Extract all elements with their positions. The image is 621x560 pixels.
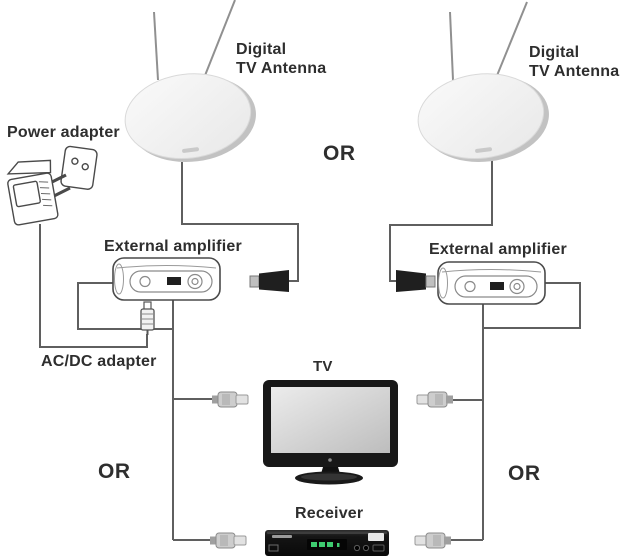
receiver-button xyxy=(362,544,370,552)
or-label-right: OR xyxy=(508,462,541,485)
antenna-right-label-line1: Digital xyxy=(529,44,580,61)
wire-antenna-left-downlead xyxy=(181,162,299,282)
antenna-coax-plug-icon-right xyxy=(396,270,436,292)
receiver-led-digits xyxy=(311,542,340,547)
antenna-oval-right xyxy=(417,73,549,163)
receiver-brand-mark xyxy=(272,535,292,538)
coax-connector-icon-receiver-left xyxy=(210,532,247,549)
wire-power-adapter-cable xyxy=(39,224,148,348)
receiver-box-icon xyxy=(265,530,389,556)
external-amplifier-left-label: External amplifier xyxy=(104,238,242,255)
wall-socket-icon xyxy=(60,145,98,190)
power-adapter-group xyxy=(6,145,98,226)
wire-amplifier-left-loop xyxy=(77,282,173,330)
antenna-oval-left xyxy=(124,73,256,163)
coax-connector-icon-tv-left xyxy=(212,391,249,408)
wires xyxy=(39,160,581,541)
or-label-left: OR xyxy=(98,460,131,483)
tv-label: TV xyxy=(313,358,333,375)
tv-monitor-icon xyxy=(263,380,398,485)
antenna-right-label-line2: TV Antenna xyxy=(529,63,620,80)
or-label-top: OR xyxy=(323,142,356,165)
amplifier-switch xyxy=(490,282,504,290)
receiver-button xyxy=(353,544,361,552)
digital-tv-antenna-icon-left xyxy=(124,0,256,163)
external-amplifier-icon-left xyxy=(112,257,221,301)
external-amplifier-right-label: External amplifier xyxy=(429,241,567,258)
power-adapter-plug-icon xyxy=(6,159,59,226)
coax-connector-icon-receiver-right xyxy=(414,532,451,549)
digital-tv-antenna-icon-right xyxy=(417,1,549,163)
antenna-logo xyxy=(475,147,492,153)
tv-logo-dot xyxy=(328,458,332,462)
antenna-rods-left xyxy=(153,0,236,81)
antenna-left-label-line2: TV Antenna xyxy=(236,60,327,77)
receiver-label-sticker xyxy=(368,533,384,541)
usb-port xyxy=(268,544,279,552)
wire-amplifier-right-loop xyxy=(483,282,581,329)
receiver-label: Receiver xyxy=(295,505,364,522)
dc-power-plug-icon xyxy=(140,301,155,335)
external-amplifier-icon-right xyxy=(437,261,546,305)
power-adapter-label: Power adapter xyxy=(7,124,120,141)
wire-antenna-right-downlead xyxy=(389,160,493,282)
antenna-logo xyxy=(182,147,199,153)
antenna-left-label: Digital TV Antenna xyxy=(236,40,326,78)
coax-connector-icon-tv-right xyxy=(416,391,453,408)
acdc-adapter-label: AC/DC adapter xyxy=(41,353,157,370)
receiver-button xyxy=(372,544,385,552)
antenna-rods-right xyxy=(449,1,528,81)
amplifier-switch xyxy=(167,277,181,285)
antenna-left-label-line1: Digital xyxy=(236,41,287,58)
antenna-right-label: Digital TV Antenna xyxy=(529,43,619,81)
antenna-coax-plug-icon-left xyxy=(249,270,289,292)
